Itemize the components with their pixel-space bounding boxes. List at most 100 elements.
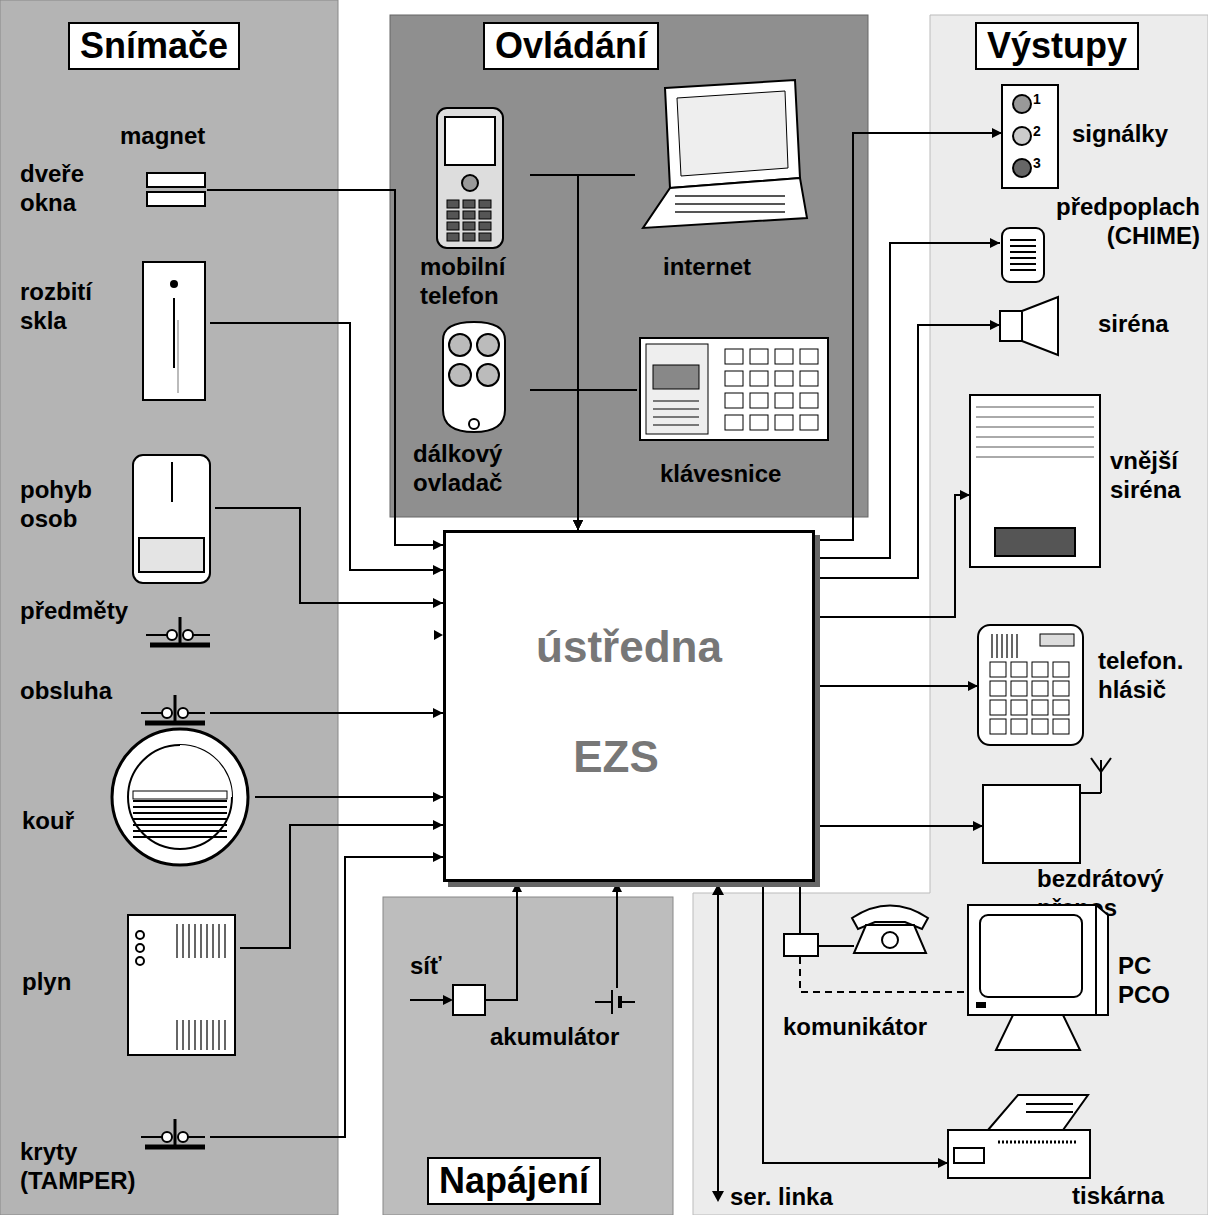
drawing-part <box>1080 792 1101 794</box>
signal-wire <box>255 796 443 798</box>
drawing-part <box>1010 251 1036 253</box>
drawing-part <box>1101 758 1111 772</box>
drawing-part <box>980 915 1082 997</box>
drawing-part <box>643 178 807 228</box>
drawing-part <box>193 634 210 636</box>
drawing-part <box>437 108 503 248</box>
drawing-part <box>800 415 818 430</box>
drawing-part <box>750 371 768 386</box>
drawing-part <box>463 200 475 208</box>
drawing-part <box>177 320 179 393</box>
drawing-part <box>447 222 459 230</box>
drawing-part <box>147 173 205 187</box>
motion-sensor: pohyb osob <box>15 450 215 590</box>
drawing-part <box>176 1020 178 1050</box>
drawing-part <box>1010 245 1036 247</box>
drawing-part <box>854 925 926 953</box>
smoke-detector: kouř <box>15 725 255 870</box>
signal-wire <box>815 685 978 687</box>
drawing-part <box>212 924 214 958</box>
drawing-part <box>1011 681 1027 696</box>
signal-wire <box>485 882 517 1000</box>
drawing-part <box>188 712 205 714</box>
drawing-part <box>147 192 205 206</box>
node-label: dálkový ovladač <box>413 440 528 498</box>
drawing-part <box>0 0 338 1215</box>
drawing-part <box>1011 662 1027 677</box>
drawing-part <box>968 905 1108 1015</box>
node-label: internet <box>663 253 751 282</box>
drawing-part <box>1032 719 1048 734</box>
drawing-part <box>996 1015 1080 1050</box>
drawing-part <box>1011 634 1013 658</box>
drawing-part <box>750 415 768 430</box>
drawing-part <box>447 233 459 241</box>
drawing-part <box>133 836 227 838</box>
node-label: kryty (TAMPER) <box>20 1138 145 1196</box>
signal-wire <box>210 857 443 1137</box>
drawing-part <box>1032 662 1048 677</box>
drawing-part <box>976 436 1094 438</box>
drawing-part <box>146 634 167 636</box>
keypad: klávesnice <box>637 335 832 495</box>
drawing-part <box>194 1020 196 1050</box>
drawing-part <box>1010 263 1036 265</box>
panel-heading: Výstupy <box>975 22 1139 70</box>
drawing-part <box>653 424 699 426</box>
lamp-number: 2 <box>1033 123 1041 139</box>
drawing-part <box>1026 1103 1073 1105</box>
signal-wire <box>210 323 443 570</box>
drawing-part <box>976 1002 986 1008</box>
drawing-part <box>620 1001 635 1003</box>
drawing-part <box>1006 634 1008 658</box>
drawing-part <box>611 990 613 1014</box>
signal-wire <box>578 390 637 530</box>
node-label: pohyb osob <box>20 476 120 534</box>
control-panel: Ovládánímobilní telefoninternetdálkový o… <box>390 15 868 517</box>
drawing-part <box>976 426 1094 428</box>
drawing-part <box>640 338 828 440</box>
drawing-part <box>1011 700 1027 715</box>
drawing-part <box>725 393 743 408</box>
siren: siréna <box>1000 295 1160 357</box>
drawing-part <box>188 1020 190 1050</box>
drawing-part <box>218 1020 220 1050</box>
signal-wire <box>800 957 968 992</box>
drawing-part <box>976 406 1094 408</box>
drawing-part <box>206 1020 208 1050</box>
drawing-part <box>998 1141 1078 1144</box>
drawing-part <box>173 298 175 368</box>
smoke-detector-icon <box>15 725 255 870</box>
drawing-part <box>990 662 1006 677</box>
drawing-part <box>800 349 818 364</box>
internet-laptop-icon <box>635 78 810 283</box>
drawing-part <box>1053 662 1069 677</box>
drawing-part <box>128 745 232 849</box>
drawing-part <box>224 1020 226 1050</box>
drawing-part <box>725 371 743 386</box>
drawing-part <box>1053 681 1069 696</box>
battery: akumulátor <box>485 988 665 1063</box>
drawing-part <box>410 999 445 1001</box>
lamp-number: 3 <box>1033 155 1041 171</box>
drawing-part <box>443 995 453 1005</box>
node-label: ústředna <box>446 621 812 674</box>
drawing-part <box>996 634 998 658</box>
drawing-part <box>653 416 699 418</box>
printer: tiskárna <box>948 1090 1205 1212</box>
drawing-part <box>170 280 178 288</box>
node-label: signálky <box>1072 120 1168 149</box>
drawing-part <box>1022 297 1058 355</box>
drawing-part <box>167 630 177 640</box>
drawing-part <box>750 393 768 408</box>
chime-prealarm: předpoplach (CHIME) <box>1000 193 1204 285</box>
operator-switch: obsluha <box>15 675 210 727</box>
drawing-part <box>133 830 227 832</box>
signal-wire <box>815 495 970 617</box>
signal-wire <box>815 825 983 827</box>
door-magnet-sensor: magnetdveře okna <box>15 120 207 225</box>
drawing-part <box>976 446 1094 448</box>
drawing-part <box>988 1095 1088 1130</box>
signal-lamps: signálky <box>1002 83 1202 191</box>
drawing-part <box>176 924 178 958</box>
